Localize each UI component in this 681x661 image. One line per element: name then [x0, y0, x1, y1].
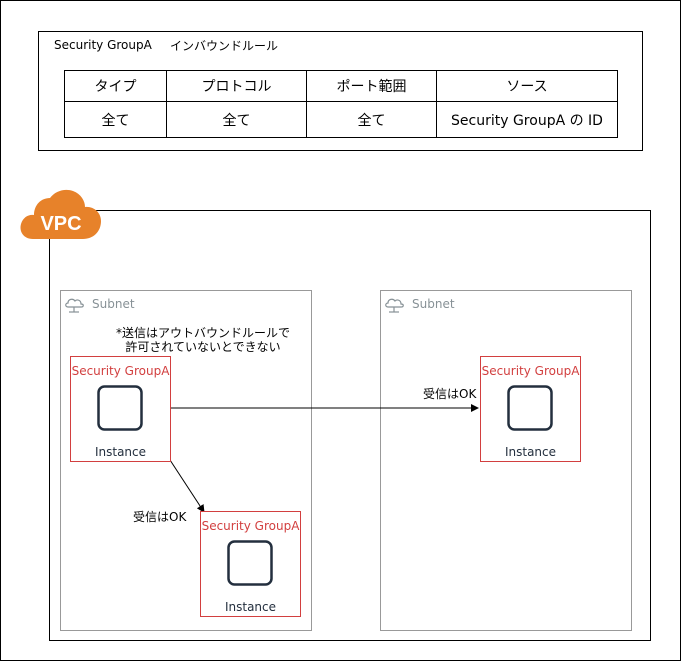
cell-protocol: 全て — [166, 101, 307, 138]
header-type: タイプ — [64, 70, 167, 102]
cell-source: Security GroupA の ID — [436, 101, 618, 138]
vpc-container — [49, 210, 651, 641]
inbound-rules-panel: Security GroupA インバウンドルール タイプ プロトコル ポート範… — [38, 31, 643, 151]
instance-label: Instance — [504, 445, 557, 459]
subnet-label: Subnet — [92, 297, 135, 311]
header-port-range: ポート範囲 — [306, 70, 437, 102]
vpc-cloud-shape — [20, 189, 101, 239]
rules-panel-title: Security GroupA — [54, 38, 152, 52]
cell-type: 全て — [64, 101, 167, 138]
instance-label: Instance — [94, 445, 147, 459]
receive-ok-right-note: 受信はOK — [423, 387, 477, 401]
outbound-note: *送信はアウトバウンドルールで 許可されていないとできない — [116, 326, 290, 354]
subnet-label: Subnet — [412, 297, 455, 311]
instance-icon — [507, 385, 553, 431]
header-protocol: プロトコル — [166, 70, 307, 102]
security-group-1: Security GroupA Instance — [70, 356, 171, 462]
header-source: ソース — [436, 70, 618, 102]
vpc-label: VPC — [40, 213, 81, 235]
vpc-cloud-icon: VPC — [20, 189, 101, 239]
outbound-note-line1: *送信はアウトバウンドルールで — [116, 326, 291, 340]
security-group-3: Security GroupA Instance — [480, 356, 581, 462]
table-header-row: タイプ プロトコル ポート範囲 ソース — [64, 70, 618, 102]
instance-icon — [97, 385, 143, 431]
outbound-note-line2: 許可されていないとできない — [125, 340, 281, 354]
subnet-cloud-icon — [385, 298, 404, 313]
rules-panel-subtitle: インバウンドルール — [170, 39, 279, 53]
security-group-label: Security GroupA — [481, 364, 580, 378]
receive-ok-bottom-note: 受信はOK — [133, 510, 187, 524]
instance-label: Instance — [224, 600, 277, 614]
subnet-cloud-icon — [65, 298, 84, 313]
security-group-label: Security GroupA — [71, 364, 170, 378]
cell-port-range: 全て — [306, 101, 437, 138]
instance-icon — [227, 540, 273, 586]
security-group-2: Security GroupA Instance — [200, 511, 301, 617]
table-row: 全て 全て 全て Security GroupA の ID — [64, 101, 618, 138]
inbound-rules-table: タイプ プロトコル ポート範囲 ソース 全て 全て 全て Security Gr… — [64, 70, 618, 138]
security-group-label: Security GroupA — [201, 519, 300, 533]
